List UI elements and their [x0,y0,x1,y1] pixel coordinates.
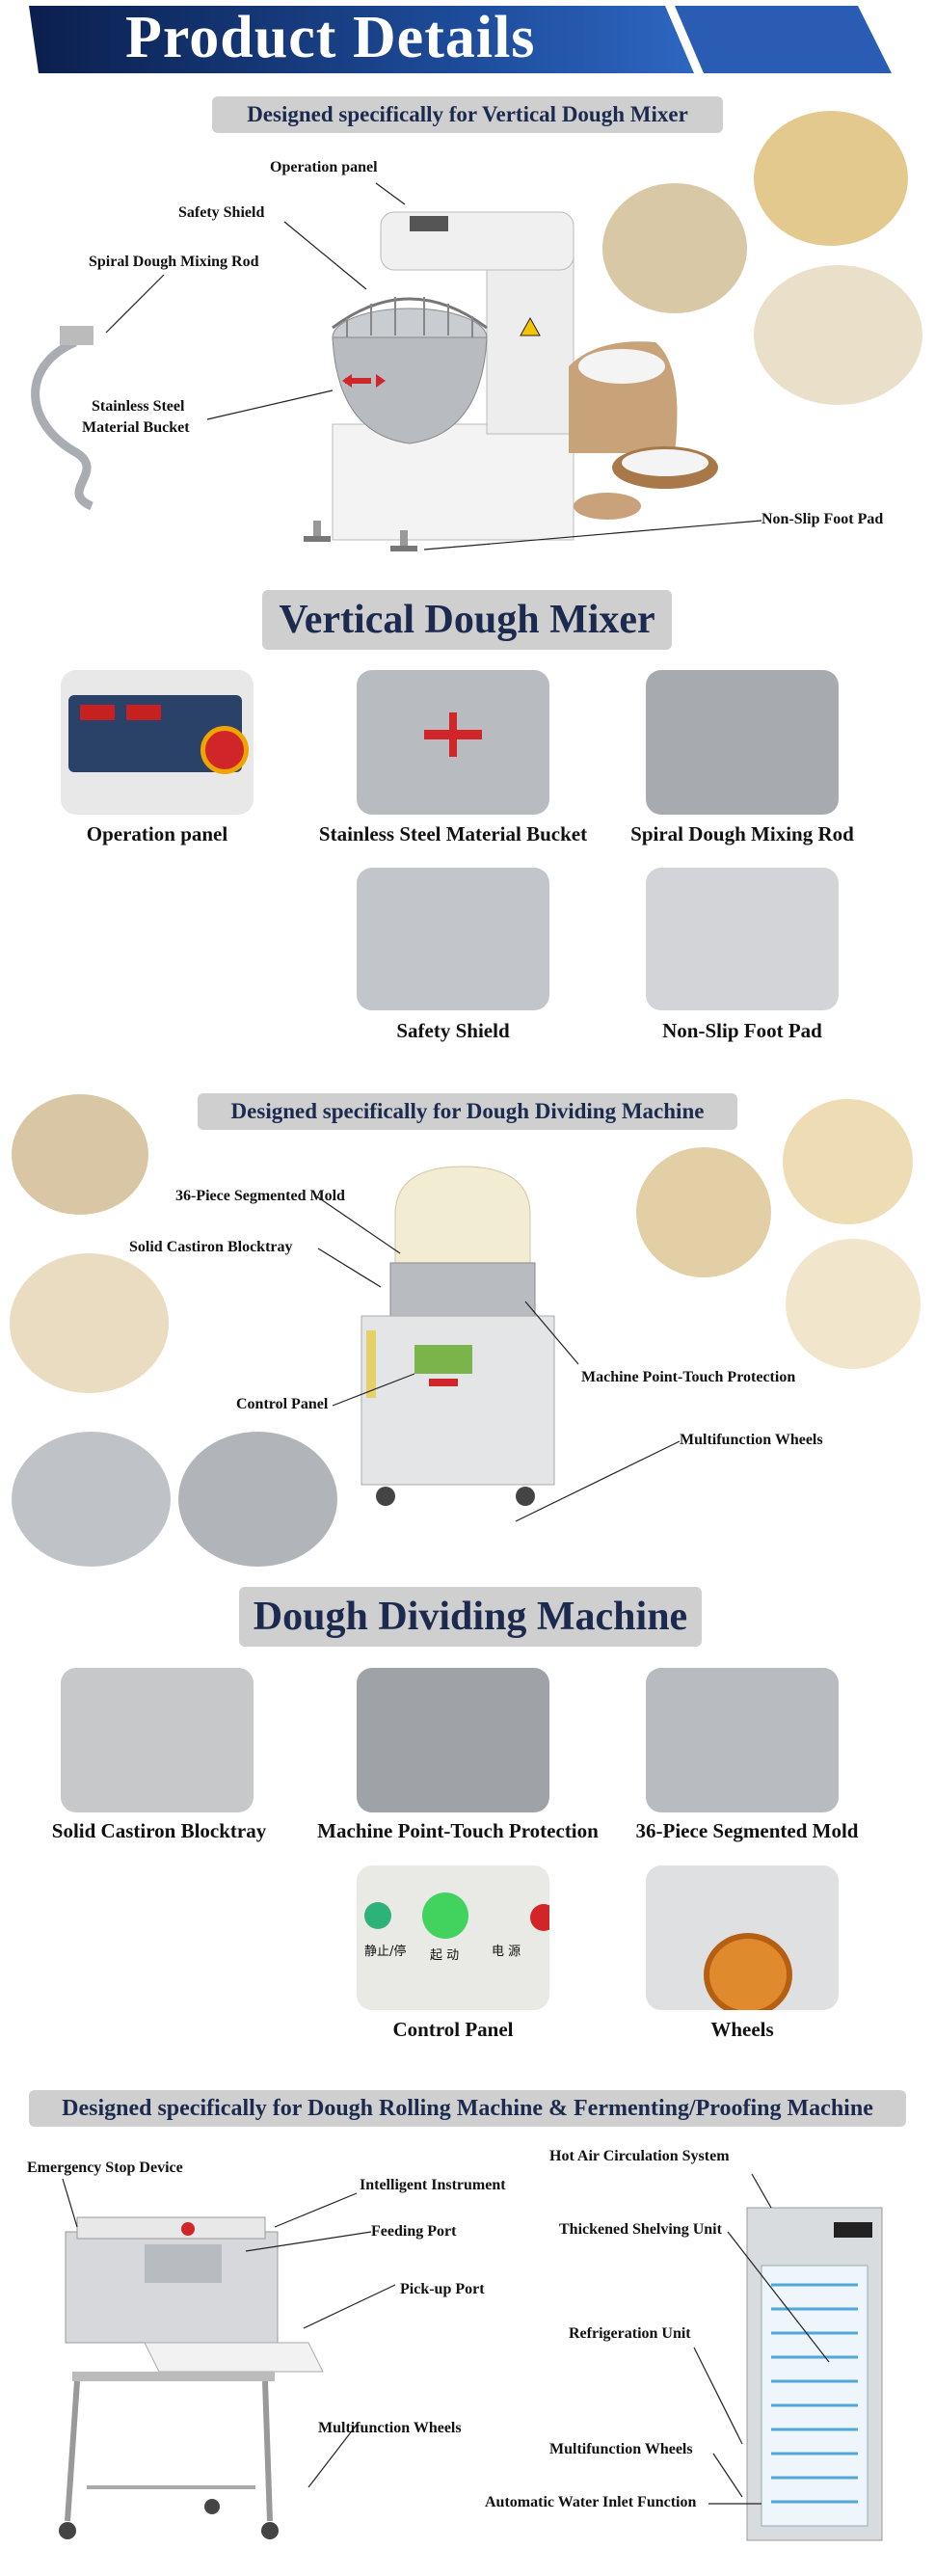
cut-dough-photo [10,1253,169,1393]
thumb-control-panel: 静止/停 起 动 电 源 [357,1865,549,2010]
mixer-illustration [31,182,762,551]
dough-pieces-photo-1 [636,1147,771,1277]
callout-bucket-line2: Material Bucket [82,419,190,436]
caption-spiral-rod: Spiral Dough Mixing Rod [630,822,854,845]
machine-detail-photo-1 [12,1432,171,1567]
callout-mold: 36-Piece Segmented Mold [175,1188,345,1204]
thumb-blocktray [61,1668,254,1812]
callout-shelving: Thickened Shelving Unit [559,2221,722,2238]
machine-detail-photo-2 [178,1432,337,1567]
callout-instrument: Intelligent Instrument [360,2177,506,2193]
header-banner [29,6,892,73]
callout-water-inlet: Automatic Water Inlet Function [485,2494,697,2510]
callout-spiral-rod: Spiral Dough Mixing Rod [89,254,259,270]
caption-operation-panel: Operation panel [86,822,228,845]
callout-wheels-left: Multifunction Wheels [318,2420,462,2436]
divider-title: Dough Dividing Machine [239,1587,702,1647]
mixer-subtitle: Designed specifically for Vertical Dough… [212,96,723,133]
thumb-operation-panel [61,670,254,815]
callout-blocktray: Solid Castiron Blocktray [129,1239,293,1255]
caption-blocktray: Solid Castiron Blocktray [51,1819,267,1842]
thumb-spiral-rod [646,670,839,815]
panel-label-middle: 起 动 [430,1948,460,1963]
caption-bucket: Stainless Steel Material Bucket [318,822,588,845]
caption-protection: Machine Point-Touch Protection [317,1819,599,1842]
thumb-foot-pad [646,868,839,1010]
callout-wheels-right: Multifunction Wheels [549,2441,693,2457]
callout-emergency-stop: Emergency Stop Device [27,2160,183,2176]
panel-label-left: 静止/停 [364,1945,407,1959]
thumb-mold [646,1668,839,1812]
callout-protection: Machine Point-Touch Protection [581,1369,796,1385]
dough-photo-1 [602,183,747,313]
caption-wheels: Wheels [710,2018,774,2041]
thumb-protection [357,1668,549,1812]
dough-photo-2 [754,111,908,246]
callout-hot-air: Hot Air Circulation System [549,2148,730,2164]
callout-wheels: Multifunction Wheels [680,1432,823,1448]
rolling-subtitle: Designed specifically for Dough Rolling … [29,2090,906,2127]
callout-pickup-port: Pick-up Port [400,2281,485,2297]
callout-foot-pad: Non-Slip Foot Pad [761,511,884,527]
thumb-safety-shield [357,868,549,1010]
page-title: Product Details [125,5,536,70]
caption-control-panel: Control Panel [392,2018,514,2041]
caption-safety-shield: Safety Shield [396,1019,510,1042]
dough-photo-3 [754,265,922,405]
divider-illustration [317,1166,681,1522]
callout-control-panel: Control Panel [236,1396,329,1412]
callout-refrigeration: Refrigeration Unit [569,2325,691,2342]
rolling-illustration [59,2173,883,2541]
callout-safety-shield: Safety Shield [178,204,265,221]
mixer-title: Vertical Dough Mixer [262,590,672,650]
divider-subtitle: Designed specifically for Dough Dividing… [198,1093,737,1130]
panel-label-right: 电 源 [492,1945,521,1959]
callout-bucket-line1: Stainless Steel [92,398,185,415]
dough-pieces-photo-2 [783,1099,913,1224]
callout-operation-panel: Operation panel [270,159,378,175]
caption-foot-pad: Non-Slip Foot Pad [662,1019,822,1042]
bread-rolls-photo [12,1094,148,1215]
dough-pieces-photo-3 [786,1239,921,1369]
thumb-wheels [646,1865,839,2010]
thumb-bucket [357,670,549,815]
caption-mold: 36-Piece Segmented Mold [635,1819,859,1842]
callout-feeding-port: Feeding Port [371,2223,457,2240]
